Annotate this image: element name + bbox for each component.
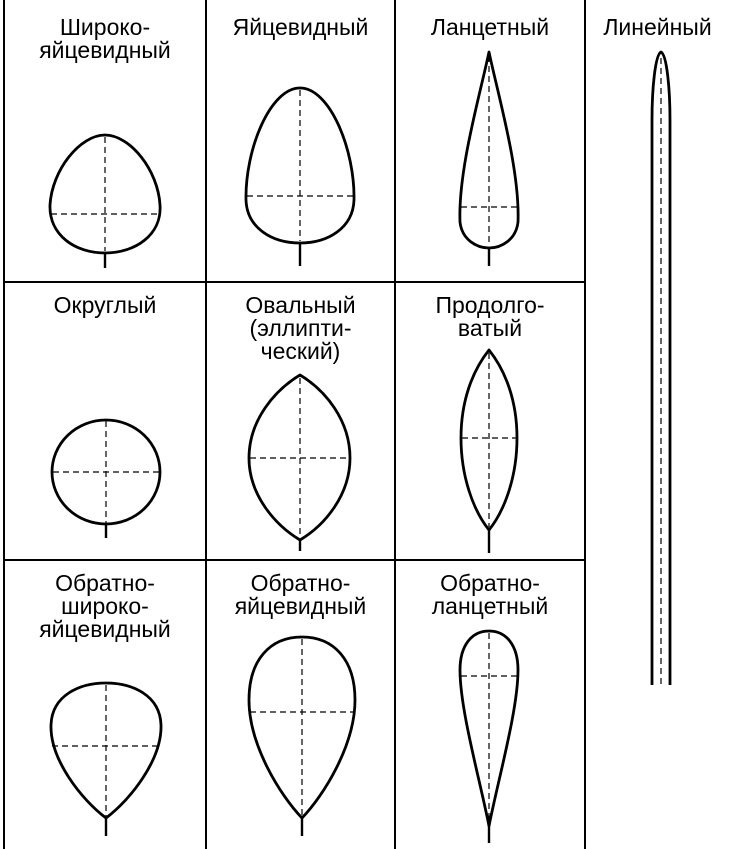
divider-row-2 xyxy=(3,559,585,561)
label-obovate: Обратно- яйцевидный xyxy=(234,570,367,619)
leaf-oblanceolate xyxy=(458,629,520,843)
label-round: Округлый xyxy=(53,292,157,318)
frame-left-line xyxy=(3,0,5,849)
leaf-linear xyxy=(650,50,672,685)
leaf-lanceolate xyxy=(458,50,520,266)
leaf-obovate-broad xyxy=(49,681,163,836)
leaf-obovate xyxy=(247,635,357,836)
label-ovate: Яйцевидный xyxy=(232,14,369,40)
leaf-oblong xyxy=(459,348,519,553)
label-oval: Овальный (эллипти- ческий) xyxy=(245,292,356,364)
label-lanceolate: Ланцетный xyxy=(430,14,550,40)
divider-col-2 xyxy=(394,0,396,849)
leaf-broad-ovate xyxy=(48,133,162,268)
label-broad-ovate: Широко- яйцевидный xyxy=(39,14,171,63)
label-obovate-broad: Обратно- широко- яйцевидный xyxy=(39,570,171,642)
leaf-oval xyxy=(247,373,352,551)
divider-col-1 xyxy=(205,0,207,849)
label-oblanceolate: Обратно- ланцетный xyxy=(431,570,549,619)
leaf-ovate xyxy=(244,86,356,266)
divider-row-1 xyxy=(3,281,585,283)
divider-col-3 xyxy=(584,0,586,849)
label-linear: Линейный xyxy=(603,14,712,40)
label-oblong: Продолго- ватый xyxy=(435,292,545,341)
leaf-round xyxy=(50,418,162,538)
